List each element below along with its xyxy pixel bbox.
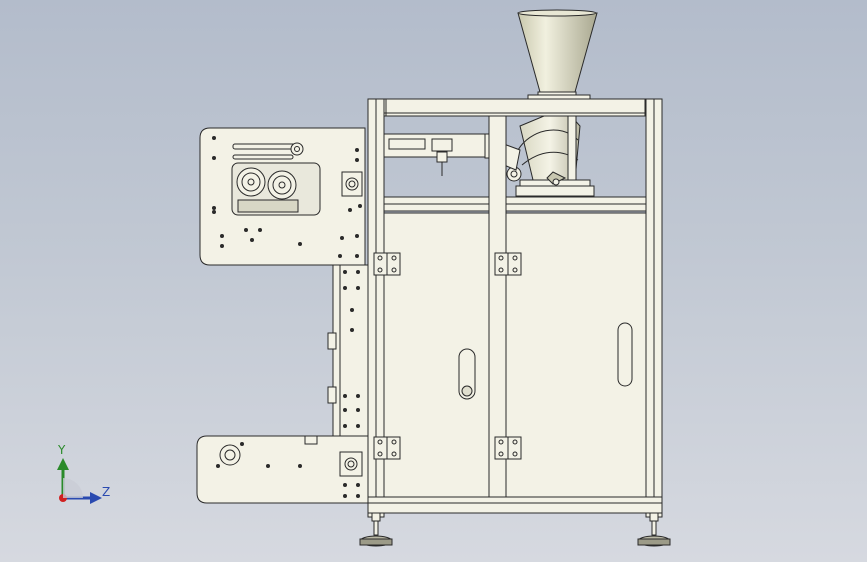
door-hinges [373, 252, 522, 460]
triad-plane-wedge [63, 478, 83, 498]
left-cabinet-door[interactable] [383, 212, 490, 498]
hinge-top-left [373, 252, 401, 276]
hinge-top-mid [494, 252, 522, 276]
forming-tube [506, 115, 595, 197]
orientation-triad [57, 458, 102, 504]
right-cabinet-door[interactable] [505, 212, 647, 498]
frame-posts [367, 98, 663, 518]
leveling-foot-left [359, 512, 393, 547]
middle-shelf [367, 196, 663, 212]
hinge-bottom-mid [494, 436, 522, 460]
film-unwind-unit [199, 127, 366, 266]
sealing-unit [196, 435, 369, 504]
bottom-rail [367, 496, 663, 514]
hinge-bottom-left [373, 436, 401, 460]
hopper-funnel [517, 9, 598, 102]
top-frame [367, 98, 663, 117]
leveling-foot-right [637, 512, 671, 547]
side-column [327, 264, 369, 441]
y-axis-label: Y [58, 443, 66, 457]
z-axis-label: Z [102, 485, 111, 499]
